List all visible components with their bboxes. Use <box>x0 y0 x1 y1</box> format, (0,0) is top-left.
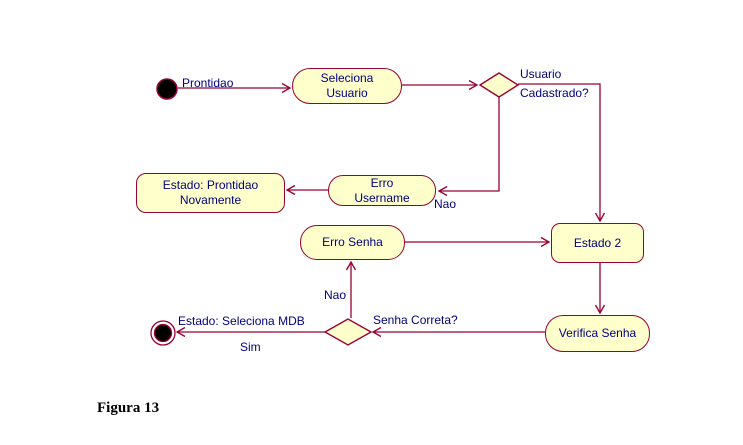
final-state-inner-circle <box>153 323 173 343</box>
state-estado-prontidao-novamente: Estado: Prontidao Novamente <box>136 173 285 213</box>
activity-erro-senha-label: Erro Senha <box>322 235 383 249</box>
initial-state-circle <box>156 78 178 100</box>
decision-usuario-cadastrado <box>478 72 520 98</box>
activity-verifica-senha-label: Verifica Senha <box>558 326 637 340</box>
state-estado-prontidao-label-line1: Estado: Prontidao <box>162 178 259 192</box>
activity-erro-username: Erro Username <box>328 175 436 206</box>
edge-label-nao-senha: Nao <box>324 288 347 302</box>
figure-caption: Figura 13 <box>97 400 160 416</box>
decision-usuario-cadastrado-label-line2: Cadastrado? <box>520 86 589 100</box>
activity-seleciona-usuario-label-line1: Seleciona <box>320 71 374 85</box>
activity-erro-username-label-line1: Erro <box>370 175 394 190</box>
edge-label-sim: Sim <box>240 340 261 354</box>
state-estado-2: Estado 2 <box>551 223 644 263</box>
decision-senha-correta-label: Senha Correta? <box>373 313 458 327</box>
decision-senha-correta <box>323 318 373 346</box>
state-estado-prontidao-label-line2: Novamente <box>179 193 242 207</box>
activity-erro-senha: Erro Senha <box>300 225 405 260</box>
activity-erro-username-label-line2: Username <box>354 190 410 205</box>
edge-decision-to-estado-2 <box>518 83 606 223</box>
edge-decision-nao-to-erro-username <box>437 97 500 197</box>
state-estado-2-label: Estado 2 <box>573 235 622 250</box>
activity-seleciona-usuario-label-line2: Usuario <box>326 86 368 100</box>
edge-label-nao-username: Nao <box>434 197 457 211</box>
activity-verifica-senha: Verifica Senha <box>545 315 650 352</box>
final-state-label: Estado: Seleciona MDB <box>178 314 305 328</box>
activity-seleciona-usuario: Seleciona Usuario <box>292 68 402 104</box>
decision-usuario-cadastrado-label-line1: Usuario <box>520 67 562 81</box>
initial-state-label: Prontidao <box>182 76 234 90</box>
